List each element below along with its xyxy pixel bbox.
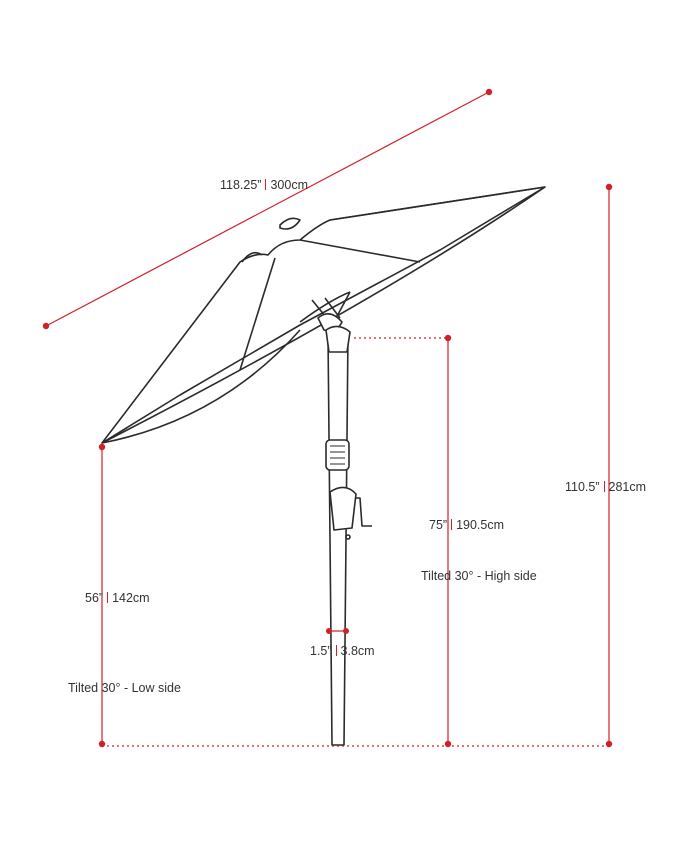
- high-side-metric: 190.5cm: [456, 518, 505, 532]
- pole-diameter-label: 1.5” 3.8cm: [310, 644, 375, 658]
- total-height-metric: 281cm: [608, 480, 647, 494]
- separator-bar: [107, 592, 109, 603]
- width-imperial: 118.25”: [220, 178, 262, 192]
- high-side-label: 75” 190.5cm: [429, 518, 504, 532]
- separator-bar: [603, 481, 605, 492]
- width-label: 118.25” 300cm: [220, 178, 308, 192]
- total-height-imperial: 110.5”: [565, 480, 600, 494]
- separator-bar: [451, 519, 453, 530]
- width-dimension-line: [45, 91, 490, 327]
- dimension-end-dots: [42, 88, 613, 748]
- low-side-note: Tilted 30° - Low side: [68, 681, 181, 695]
- low-side-metric: 142cm: [112, 591, 150, 605]
- separator-bar: [265, 179, 267, 190]
- low-side-label: 56” 142cm: [85, 591, 150, 605]
- separator-bar: [335, 645, 337, 656]
- high-side-imperial: 75”: [429, 518, 448, 532]
- total-height-label: 110.5” 281cm: [565, 480, 646, 494]
- high-side-note: Tilted 30° - High side: [421, 569, 537, 583]
- pole-metric: 3.8cm: [340, 644, 375, 658]
- pole-imperial: 1.5”: [310, 644, 332, 658]
- umbrella-pole: [325, 325, 372, 746]
- low-side-imperial: 56”: [85, 591, 104, 605]
- dimension-lines: [45, 91, 610, 747]
- umbrella-canopy: [101, 186, 546, 444]
- width-metric: 300cm: [270, 178, 308, 192]
